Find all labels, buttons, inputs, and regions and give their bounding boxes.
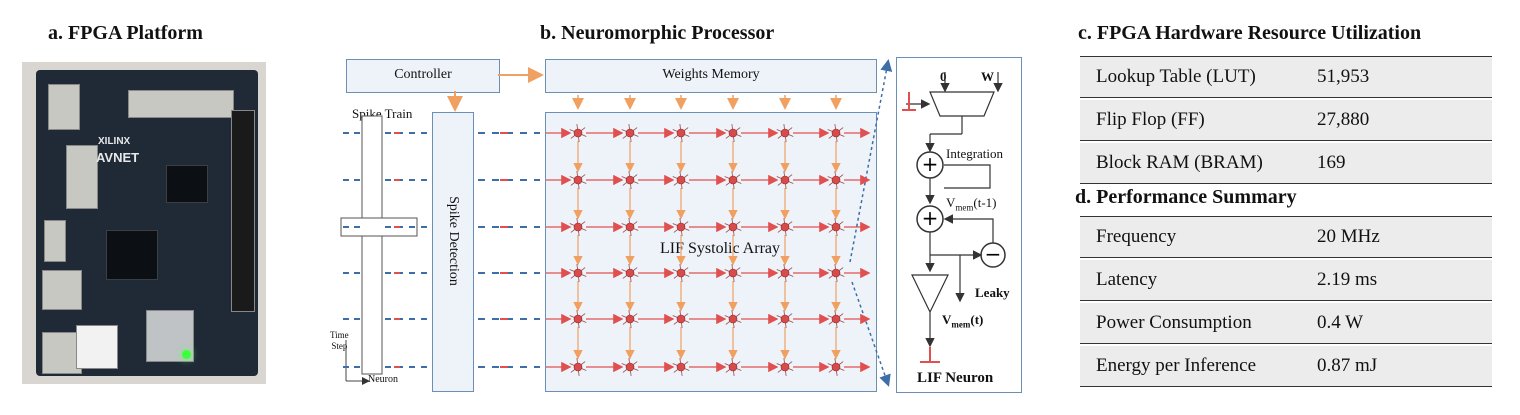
table-row: Block RAM (BRAM) 169: [1080, 143, 1492, 184]
spike-detection-box: Spike Detection: [432, 112, 474, 392]
systolic-array-box: [545, 112, 877, 392]
time-step-label: Time Step: [330, 330, 349, 351]
spike-train-window: [340, 217, 418, 237]
table-row: Energy per Inference 0.87 mJ: [1080, 346, 1492, 387]
sd-slot: [48, 84, 80, 130]
resource-table: Lookup Table (LUT) 51,953 Flip Flop (FF) 2…: [1080, 56, 1492, 186]
row-label: Latency: [1096, 269, 1158, 290]
connector: [66, 145, 98, 209]
fpga-chip: [106, 230, 158, 280]
panel-a-title: a. FPGA Platform: [48, 22, 203, 44]
panel-d-title: d. Performance Summary: [1075, 186, 1297, 208]
row-value: 169: [1317, 152, 1346, 173]
spike-detection-label: Spike Detection: [446, 196, 461, 286]
table-row: Lookup Table (LUT) 51,953: [1080, 57, 1492, 98]
status-led: [182, 350, 191, 359]
neuron-axis-label: Neuron: [368, 374, 398, 385]
array-label: LIF Systolic Array: [660, 240, 780, 257]
hdmi-port: [44, 220, 66, 262]
performance-table: Frequency 20 MHz Latency 2.19 ms Power Con…: [1080, 216, 1492, 389]
row-value: 51,953: [1317, 66, 1370, 87]
pin-header: [231, 110, 255, 312]
spike-train-label: Spike Train: [352, 106, 413, 121]
fpga-board-photo: XILINX AVNET: [22, 62, 266, 384]
lif-zero: 0: [940, 69, 947, 84]
panel-c-title: c. FPGA Hardware Resource Utilization: [1078, 22, 1422, 44]
controller-label: Controller: [394, 67, 452, 82]
weights-memory-label: Weights Memory: [662, 67, 760, 82]
row-value: 0.4 W: [1317, 312, 1364, 333]
row-label: Block RAM (BRAM): [1096, 152, 1263, 173]
mux-label: MUX: [956, 95, 989, 110]
controller-box: Controller: [346, 59, 500, 93]
leaky-label: Leaky: [975, 285, 1010, 300]
row-label: Energy per Inference: [1096, 355, 1256, 376]
lif-neuron-title: LIF Neuron: [917, 370, 994, 386]
memory-chip: [166, 165, 208, 203]
usb-port-1: [42, 270, 82, 310]
table-row: Latency 2.19 ms: [1080, 260, 1492, 301]
usb-port-2: [42, 332, 82, 374]
xilinx-text: XILINX: [98, 136, 131, 147]
header-top: [128, 90, 234, 118]
row-label: Flip Flop (FF): [1096, 109, 1205, 130]
row-value: 0.87 mJ: [1317, 355, 1378, 376]
row-label: Frequency: [1096, 226, 1177, 247]
vmem-label: Vmem(t): [942, 312, 984, 330]
row-value: 20 MHz: [1317, 226, 1380, 247]
integration-label: Integration: [946, 146, 1004, 161]
weights-memory-box: Weights Memory: [545, 59, 877, 93]
spike-train-column: [361, 115, 383, 375]
avnet-text: AVNET: [96, 150, 140, 165]
table-row: Frequency 20 MHz: [1080, 217, 1492, 258]
pcb: XILINX AVNET: [36, 70, 258, 376]
row-label: Lookup Table (LUT): [1096, 66, 1256, 87]
panel-b-title: b. Neuromorphic Processor: [540, 22, 775, 44]
row-value: 27,880: [1317, 109, 1370, 130]
wifi-module: [146, 310, 194, 362]
table-row: Flip Flop (FF) 27,880: [1080, 100, 1492, 141]
row-value: 2.19 ms: [1317, 269, 1378, 290]
qr-label: [76, 325, 118, 369]
table-row: Power Consumption 0.4 W: [1080, 303, 1492, 344]
vmem-prev-label: Vmem(t-1): [946, 195, 997, 213]
row-label: Power Consumption: [1096, 312, 1252, 333]
lif-w: W: [981, 69, 994, 84]
